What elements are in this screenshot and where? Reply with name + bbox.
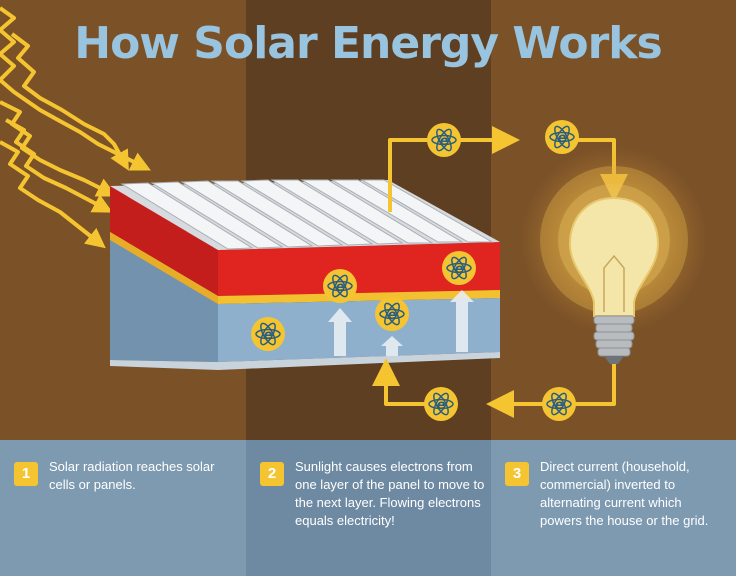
ray bbox=[0, 140, 106, 249]
electron-icon: e bbox=[545, 120, 579, 154]
solar-panel bbox=[110, 179, 500, 370]
electron-label: e bbox=[264, 328, 273, 343]
step-number-badge: 1 bbox=[14, 462, 38, 486]
electron-icon: e bbox=[427, 123, 461, 157]
electron-icon: e bbox=[323, 269, 357, 303]
ray bbox=[5, 118, 113, 213]
electron-label: e bbox=[336, 280, 345, 295]
electron-icon: e bbox=[442, 251, 476, 285]
page-title: How Solar Energy Works bbox=[74, 18, 663, 69]
electron-label: e bbox=[388, 308, 397, 323]
step-number-badge: 3 bbox=[505, 462, 529, 486]
step-number-badge: 2 bbox=[260, 462, 284, 486]
electron-icon: e bbox=[251, 317, 285, 351]
sunlight-rays bbox=[0, 6, 151, 249]
electron-label: e bbox=[437, 398, 446, 413]
electron-icon: e bbox=[375, 297, 409, 331]
step-text: Sunlight causes electrons from one layer… bbox=[295, 459, 485, 528]
electron-icon: e bbox=[542, 387, 576, 421]
step-text: Solar radiation reaches solar cells or p… bbox=[49, 459, 215, 492]
electron-label: e bbox=[455, 262, 464, 277]
electron-icon: e bbox=[424, 387, 458, 421]
electron-label: e bbox=[558, 131, 567, 146]
ray bbox=[0, 6, 151, 171]
light-bulb-icon bbox=[520, 146, 708, 364]
electrons: e e e e e e e e bbox=[251, 120, 579, 421]
step-text: Direct current (household, commercial) i… bbox=[540, 459, 709, 528]
ray bbox=[10, 32, 129, 171]
electron-label: e bbox=[555, 398, 564, 413]
electron-label: e bbox=[440, 134, 449, 149]
